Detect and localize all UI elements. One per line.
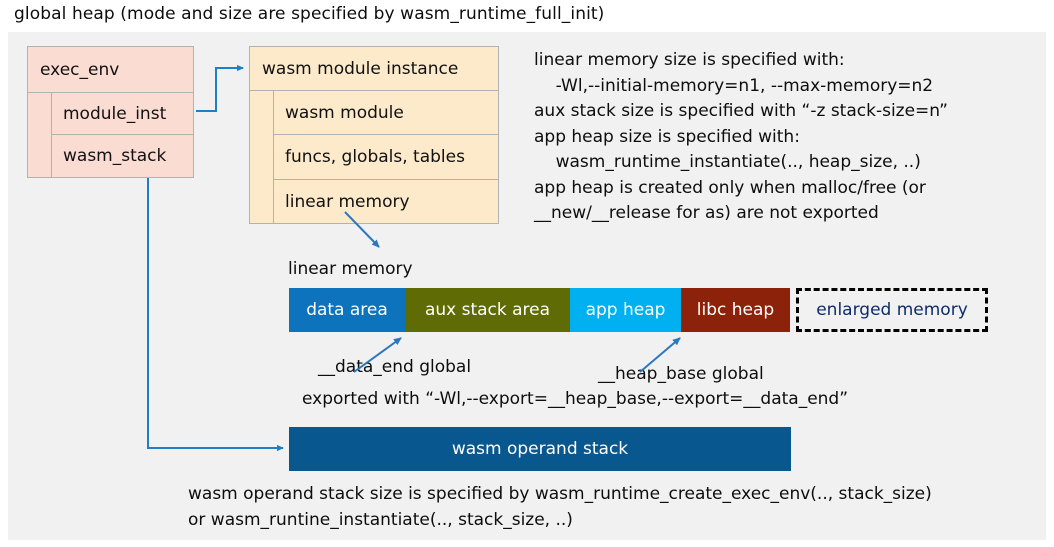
module-instance-body: wasm module funcs, globals, tables linea… — [250, 91, 498, 224]
exec-env-header: exec_env — [28, 47, 193, 93]
memory-segment-data-area[interactable]: data area — [289, 288, 405, 332]
exec-env-field-wasm-stack[interactable]: wasm_stack — [63, 146, 167, 166]
linear-memory-caption: linear memory — [288, 259, 413, 279]
module-instance-gutter — [250, 91, 274, 224]
exec-env-field-module-inst[interactable]: module_inst — [52, 93, 193, 135]
module-instance-field-wasm-module[interactable]: wasm module — [274, 91, 498, 136]
exec-env-gutter — [28, 93, 52, 178]
wasm-operand-stack-box[interactable]: wasm operand stack — [289, 427, 791, 471]
module-instance-field-linear-memory[interactable]: linear memory — [285, 191, 410, 212]
exec-env-fields: module_inst wasm_stack — [52, 93, 193, 178]
memory-segment-app-heap[interactable]: app heap — [570, 288, 681, 332]
heap-base-annotation: __heap_base global — [598, 364, 764, 384]
exec-env-body: module_inst wasm_stack — [28, 93, 193, 178]
exec-env-box[interactable]: exec_env module_inst wasm_stack — [27, 46, 194, 178]
module-instance-header: wasm module instance — [250, 47, 498, 91]
wasm-module-instance-box[interactable]: wasm module instance wasm module funcs, … — [249, 46, 499, 224]
operand-stack-note: wasm operand stack size is specified by … — [188, 484, 932, 530]
module-instance-field-funcs-globals-tables[interactable]: funcs, globals, tables — [274, 135, 498, 180]
memory-segment-enlarged-memory[interactable]: enlarged memory — [796, 288, 988, 332]
data-end-annotation: __data_end global — [318, 357, 472, 377]
module-instance-fields: wasm module funcs, globals, tables linea… — [274, 91, 498, 224]
memory-segment-libc-heap[interactable]: libc heap — [681, 288, 790, 332]
page-title: global heap (mode and size are specified… — [14, 4, 605, 24]
memory-configuration-note: linear memory size is specified with: -W… — [534, 50, 948, 223]
memory-segment-aux-stack-area[interactable]: aux stack area — [405, 288, 570, 332]
export-flags-note: exported with “-Wl,--export=__heap_base,… — [302, 389, 849, 409]
